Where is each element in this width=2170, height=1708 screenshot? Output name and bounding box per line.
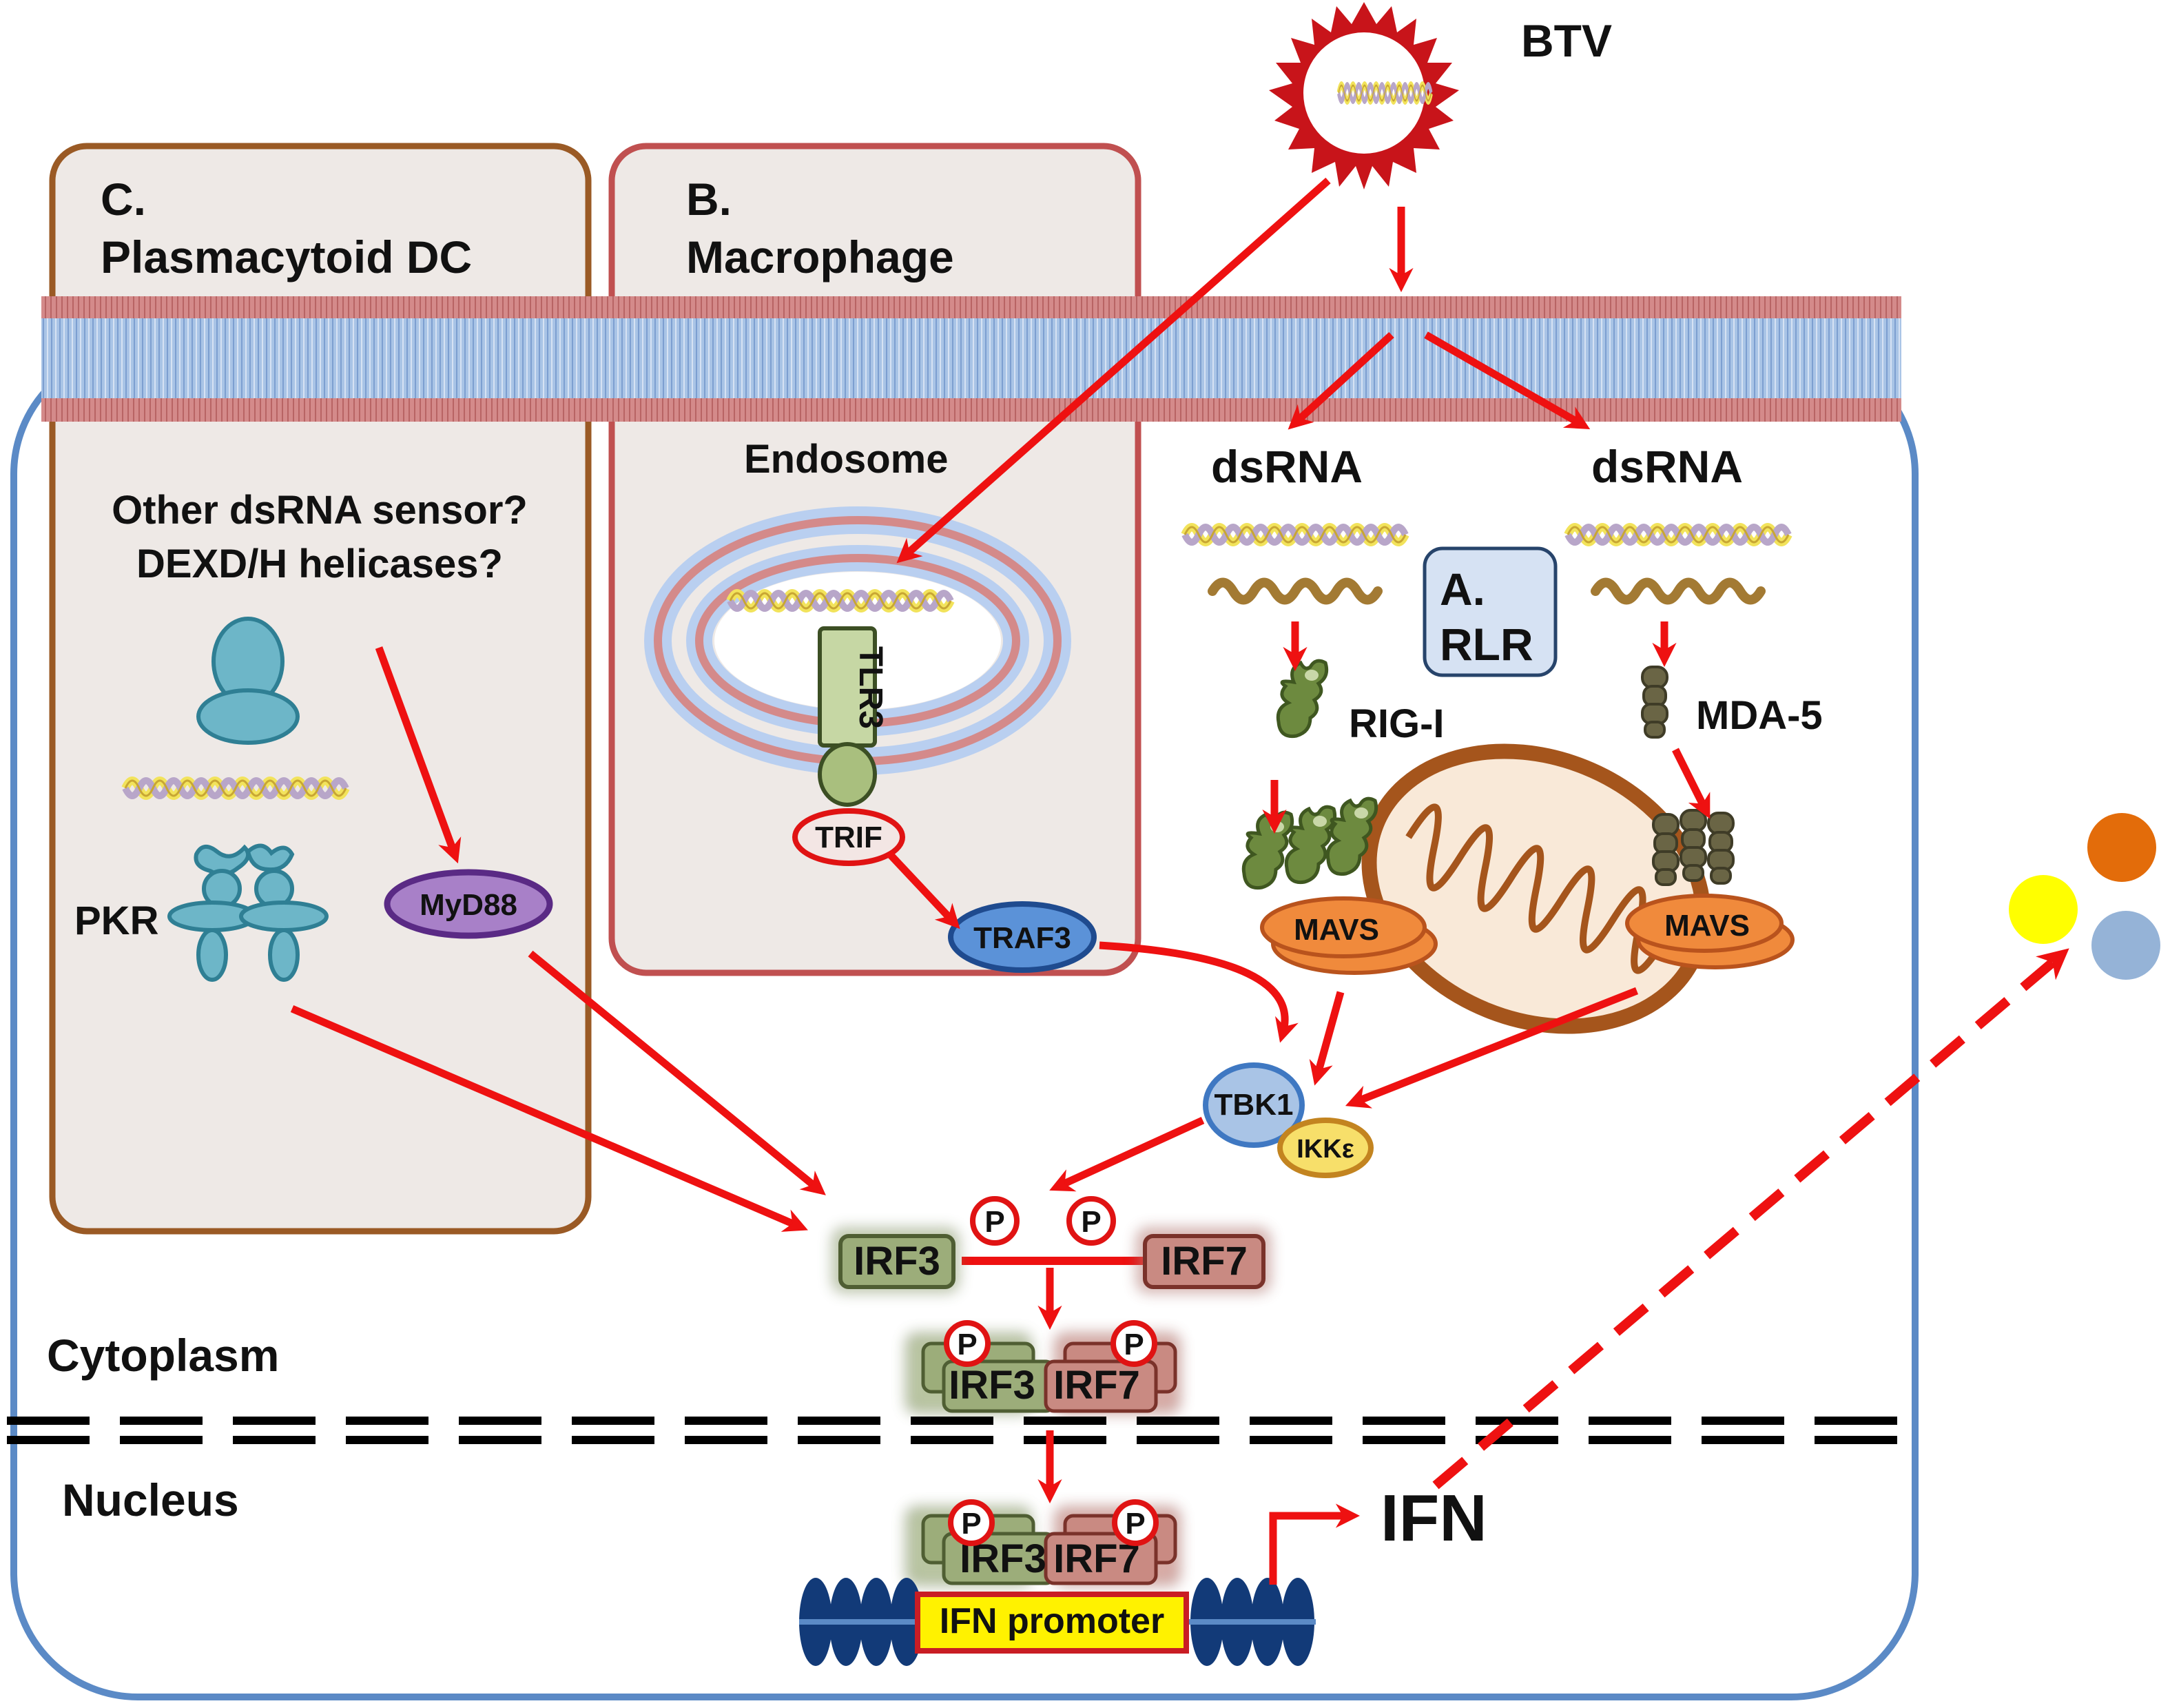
mavs-left: MAVS bbox=[1260, 896, 1438, 975]
myd88-adapter: MyD88 bbox=[384, 869, 553, 939]
traf3-label: TRAF3 bbox=[973, 921, 1071, 955]
btv-label: BTV bbox=[1521, 15, 1612, 66]
rlr-badge: A. RLR bbox=[1423, 546, 1558, 677]
phospho-promoter-irf7-label: P bbox=[1125, 1507, 1145, 1541]
phospho-irf3-label: P bbox=[984, 1205, 1004, 1239]
dsrna-left-label: dsRNA bbox=[1211, 441, 1363, 492]
panel-c-title: Plasmacytoid DC bbox=[101, 231, 472, 282]
panel-c-letter: C. bbox=[101, 174, 146, 225]
rlr-name: RLR bbox=[1440, 619, 1533, 670]
ikke-label: IKKε bbox=[1296, 1135, 1354, 1164]
membrane-overlay-bottom bbox=[41, 398, 1901, 422]
nucleus-label: Nucleus bbox=[62, 1474, 239, 1525]
secreted-ifn-dot-yellow bbox=[2009, 875, 2078, 944]
irf3-label: IRF3 bbox=[854, 1239, 940, 1284]
irf3-dimer-label: IRF3 bbox=[949, 1363, 1035, 1408]
pkr-label: PKR bbox=[74, 898, 158, 943]
tlr3-label: TLR3 bbox=[852, 646, 889, 729]
irf7-monomer: IRF7 bbox=[1137, 1228, 1270, 1292]
mavs-right: MAVS bbox=[1625, 894, 1795, 969]
irf-dimer-cytoplasm: IRF3 IRF7 P P bbox=[906, 1320, 1180, 1413]
panel-b-title: Macrophage bbox=[686, 231, 954, 282]
tbk1-label: TBK1 bbox=[1215, 1088, 1294, 1122]
membrane-overlay-top bbox=[41, 296, 1901, 320]
mda5-label: MDA-5 bbox=[1696, 693, 1823, 738]
membrane-overlay-core bbox=[41, 318, 1901, 400]
endosome-label: Endosome bbox=[744, 437, 949, 482]
cytoplasm-label: Cytoplasm bbox=[47, 1330, 279, 1381]
irf3-monomer: IRF3 bbox=[833, 1228, 958, 1292]
ifn-promoter-label: IFN promoter bbox=[940, 1601, 1164, 1641]
ifn-promoter-box: IFN promoter bbox=[915, 1592, 1189, 1654]
signal-arrows bbox=[290, 177, 1711, 1504]
ifn-transcription-arrow bbox=[1269, 1503, 1361, 1585]
irf-dimer-nucleus: IRF3 IRF7 P P bbox=[906, 1499, 1180, 1585]
tbk1-kinase: TBK1 bbox=[1203, 1062, 1305, 1148]
mavs-left-label: MAVS bbox=[1294, 913, 1379, 947]
ikke-kinase: IKKε bbox=[1277, 1118, 1374, 1178]
mda5-sensor bbox=[1641, 666, 1668, 739]
phospho-promoter-irf3-label: P bbox=[961, 1507, 981, 1541]
secreted-ifn-dot-orange bbox=[2087, 813, 2156, 882]
pkr-protein-icon bbox=[167, 843, 329, 982]
mda5-oligomer-3 bbox=[1707, 812, 1735, 885]
phospho-irf3: P bbox=[970, 1196, 1020, 1246]
myd88-label: MyD88 bbox=[420, 888, 517, 922]
irf7-dimer-label: IRF7 bbox=[1053, 1363, 1140, 1408]
nuclear-envelope bbox=[7, 1417, 1908, 1444]
btv-virus-icon bbox=[1269, 2, 1459, 189]
ifn-label: IFN bbox=[1381, 1481, 1487, 1555]
secreted-ifn-dot-blue bbox=[2091, 911, 2160, 980]
trif-label: TRIF bbox=[815, 821, 882, 854]
mavs-right-label: MAVS bbox=[1664, 909, 1750, 943]
phospho-dimer-irf7-label: P bbox=[1124, 1328, 1144, 1361]
tlr3-receptor: TLR3 bbox=[818, 626, 889, 807]
phospho-irf7: P bbox=[1066, 1196, 1116, 1246]
other-sensor-line1: Other dsRNA sensor? bbox=[112, 488, 528, 533]
phospho-dimer-irf3-label: P bbox=[957, 1328, 977, 1361]
panel-b-letter: B. bbox=[686, 174, 732, 225]
irf7-label: IRF7 bbox=[1161, 1239, 1248, 1284]
traf3-adapter: TRAF3 bbox=[948, 901, 1097, 973]
ifn-secretion-arrow bbox=[1432, 948, 2069, 1490]
rig-i-label: RIG-I bbox=[1349, 701, 1445, 746]
other-sensor-line2: DEXD/H helicases? bbox=[136, 542, 503, 586]
dsrna-right-label: dsRNA bbox=[1591, 441, 1743, 492]
rlr-letter: A. bbox=[1440, 564, 1485, 615]
trif-adapter: TRIF bbox=[792, 808, 905, 866]
dexdh-helicase-icon bbox=[196, 617, 300, 745]
mda5-oligomer-1 bbox=[1652, 813, 1680, 886]
mda5-oligomer-2 bbox=[1680, 809, 1707, 882]
phospho-irf7-label: P bbox=[1081, 1205, 1101, 1239]
